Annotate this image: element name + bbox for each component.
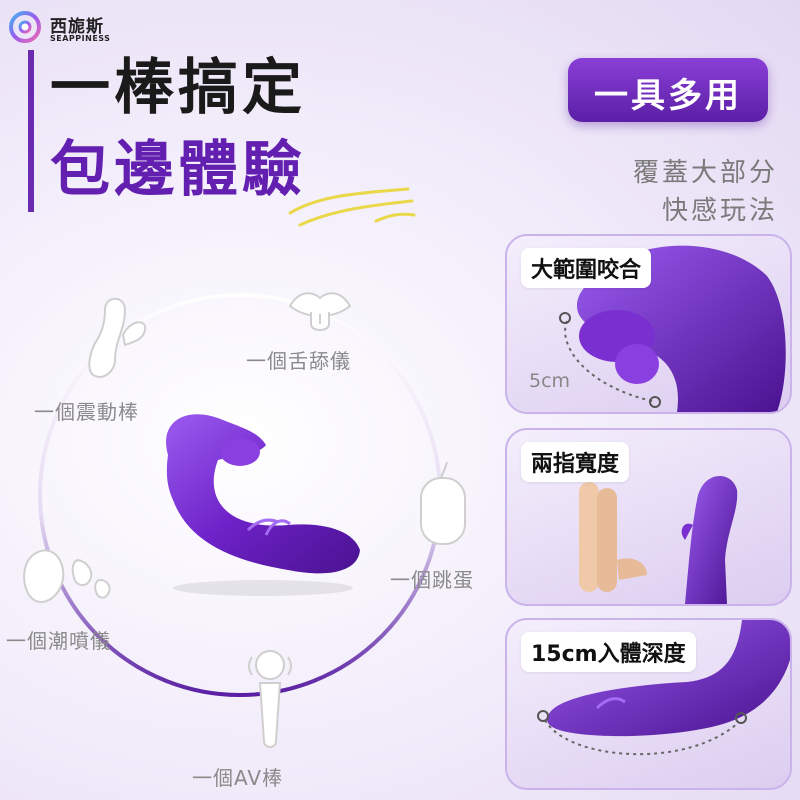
depth-product-image	[537, 620, 790, 756]
feature-card-depth: 15cm入體深度	[505, 618, 792, 790]
headline-line-1: 一棒搞定	[50, 53, 306, 123]
tagline-line-1: 覆蓋大部分	[632, 158, 778, 188]
feature-label-depth: 15cm入體深度	[521, 632, 696, 672]
mode-av-label: 一個AV棒	[192, 766, 284, 790]
egg-icon	[420, 461, 466, 545]
logo-icon	[9, 11, 41, 43]
width-comparison-image	[579, 476, 738, 604]
mode-tongue-label: 一個舌舔儀	[246, 349, 351, 373]
splash-icon	[23, 549, 111, 603]
av-wand-icon	[248, 650, 292, 748]
mode-squirt-label: 一個潮噴儀	[6, 629, 111, 653]
brand-logo: 西旎斯 SEAPPINESS	[8, 8, 148, 48]
vibrator-icon	[88, 297, 147, 378]
bite-dimension: 5cm	[529, 370, 571, 392]
headline-accent-bar	[28, 50, 34, 212]
brand-name-en: SEAPPINESS	[50, 34, 111, 43]
feature-label-bite: 大範圍咬合	[521, 248, 652, 288]
squiggle-decoration	[288, 187, 416, 227]
product-image	[166, 414, 360, 596]
badge-text: 一具多用	[594, 76, 742, 116]
lips-tongue-icon	[288, 292, 352, 331]
tagline-line-2: 快感玩法	[661, 196, 778, 226]
feature-label-width: 兩指寬度	[521, 442, 630, 482]
headline-line-2: 包邊體驗	[50, 135, 306, 205]
multi-use-badge: 一具多用	[568, 58, 768, 122]
brand-name-cn: 西旎斯	[50, 17, 104, 37]
mode-egg-label: 一個跳蛋	[390, 568, 474, 592]
feature-card-width: 兩指寬度	[505, 428, 792, 606]
feature-card-bite: 大範圍咬合 5cm	[505, 234, 792, 414]
mode-vibrator-label: 一個震動棒	[34, 400, 139, 424]
